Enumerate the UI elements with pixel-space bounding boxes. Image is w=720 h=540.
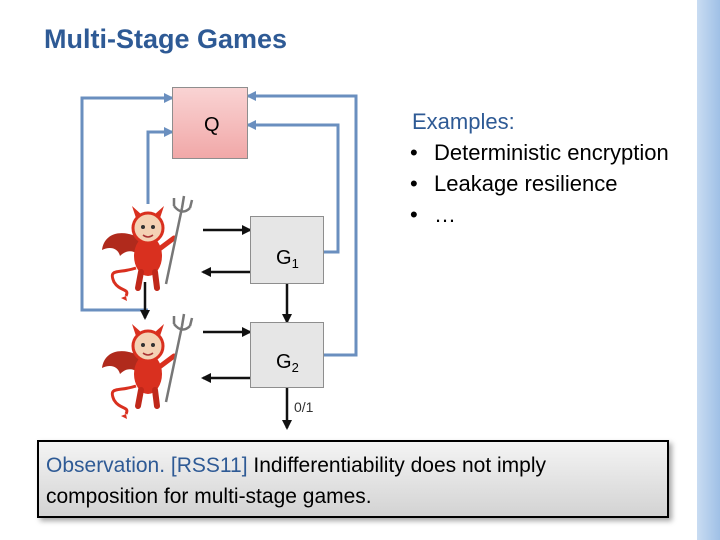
devil-icon [102, 196, 192, 301]
examples-item: Leakage resilience [400, 168, 690, 199]
examples-title: Examples: [412, 109, 515, 134]
slide-title: Multi-Stage Games [44, 24, 288, 54]
output-label: 0/1 [294, 399, 314, 415]
game-g1-label: G1 [276, 247, 299, 271]
observation-text: Indifferentiability does not imply compo… [46, 454, 547, 508]
examples-item: … [400, 199, 690, 230]
examples-block: Examples: Deterministic encryption Leaka… [400, 106, 690, 230]
game-g2-box: G2 [250, 322, 324, 388]
observation-reference: [RSS11] [170, 454, 248, 477]
observation-box: Observation. [RSS11] Indifferentiability… [37, 440, 669, 518]
game-g2-label: G2 [276, 351, 299, 375]
oracle-q-label: Q [204, 114, 220, 136]
oracle-q-box: Q [172, 87, 248, 159]
arrow-devil2-to-q [80, 93, 174, 312]
game-g1-box: G1 [250, 216, 324, 284]
devil-icon [102, 314, 192, 419]
arrow-devil1-to-q [146, 127, 174, 204]
observation-label: Observation. [46, 454, 166, 477]
examples-item: Deterministic encryption [400, 137, 690, 168]
arrow-g1-to-q [246, 120, 340, 254]
examples-list: Deterministic encryption Leakage resilie… [400, 137, 690, 230]
arrow-g2-to-q [246, 91, 358, 357]
slide-accent-bar [697, 0, 720, 540]
